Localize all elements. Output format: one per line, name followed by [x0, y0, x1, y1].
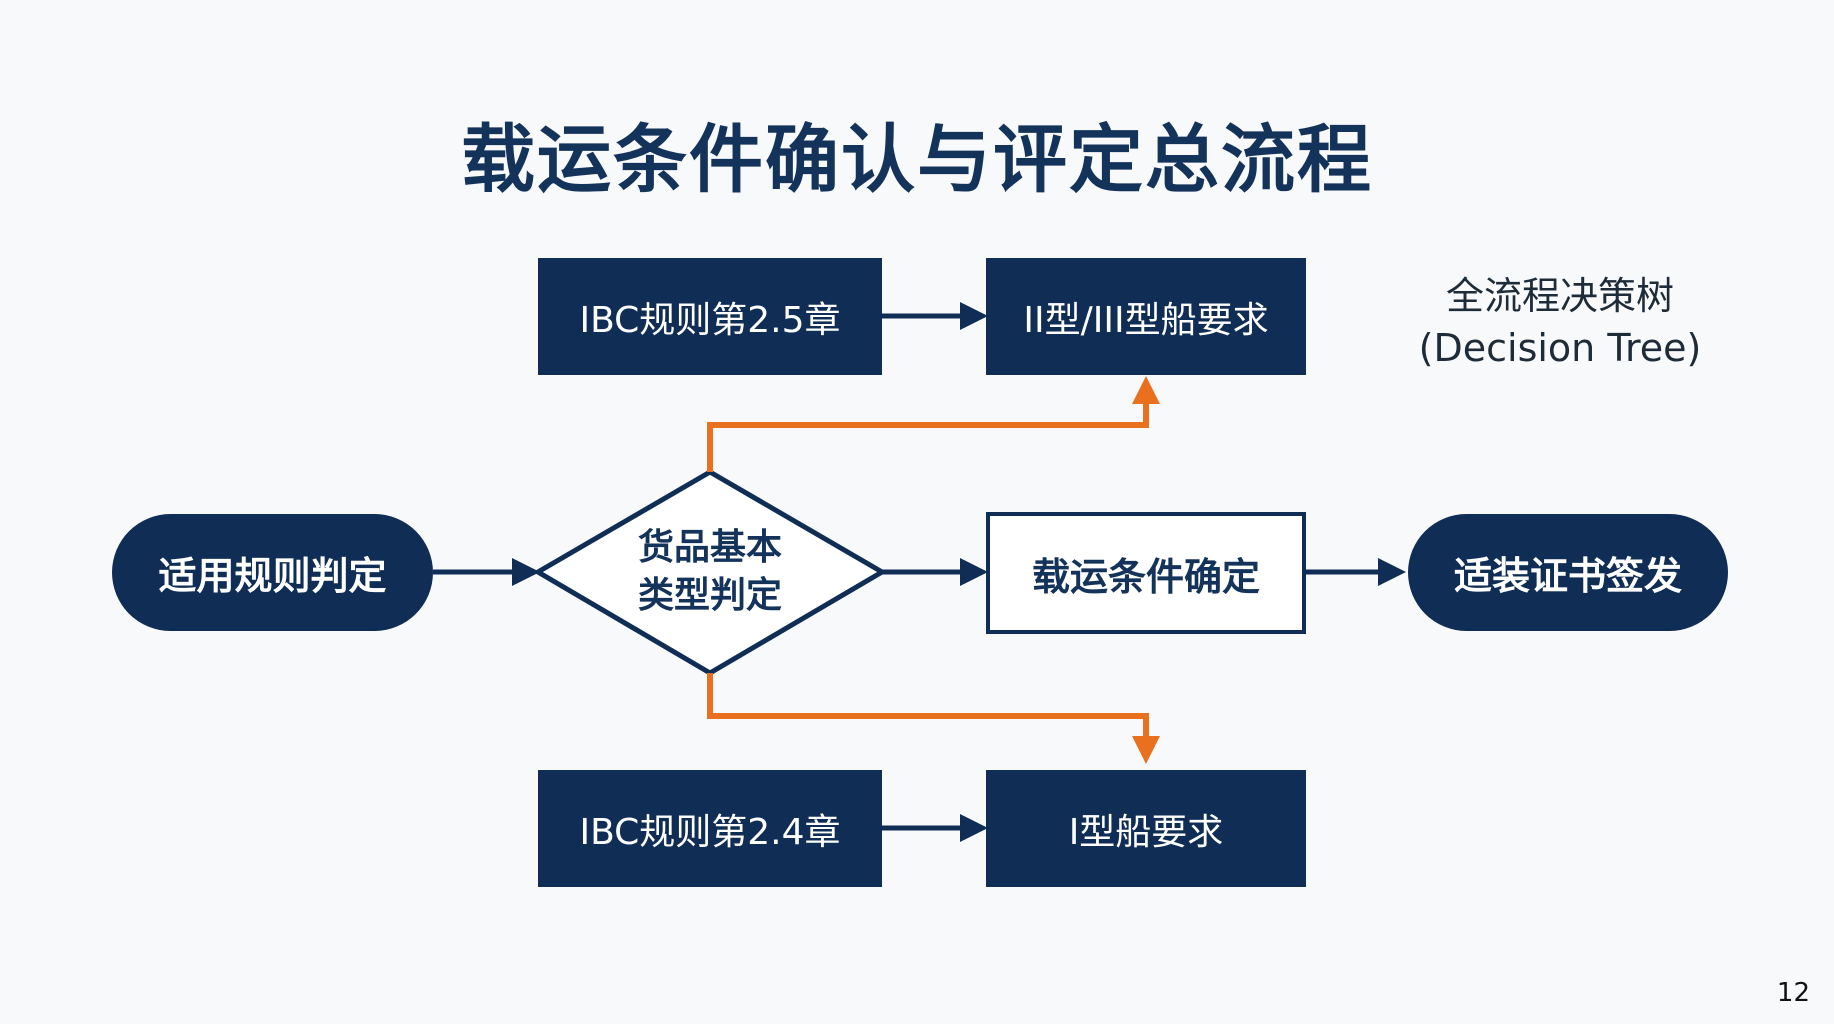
- branch-down-line: [707, 673, 1149, 740]
- arrowhead-mid-1: [512, 558, 540, 586]
- type-2-3-ship-label: II型/III型船要求: [1023, 299, 1269, 341]
- end-node-label: 适装证书签发: [1453, 554, 1682, 598]
- start-node: 适用规则判定: [112, 514, 433, 631]
- decision-tree-note-line2: (Decision Tree): [1418, 326, 1702, 370]
- type-1-ship-label: I型船要求: [1068, 811, 1224, 853]
- decision-tree-note-line1: 全流程决策树: [1445, 274, 1674, 318]
- page-title: 载运条件确认与评定总流程: [461, 117, 1373, 203]
- end-node: 适装证书签发: [1408, 514, 1728, 631]
- decision-label: 货品基本 类型判定: [590, 524, 830, 620]
- ibc-2-4-label: IBC规则第2.4章: [579, 811, 841, 853]
- branch-up-arrowhead: [1132, 376, 1160, 404]
- decision-label-line2: 类型判定: [637, 575, 782, 616]
- ibc-2-5-box: IBC规则第2.5章: [538, 258, 882, 375]
- arrowhead-mid-3: [1378, 558, 1406, 586]
- confirm-node-label: 载运条件确定: [1031, 554, 1260, 599]
- arrowhead-mid-2: [960, 558, 988, 586]
- type-2-3-ship-box: II型/III型船要求: [986, 258, 1306, 375]
- branch-up-line: [707, 398, 1149, 472]
- ibc-2-5-label: IBC规则第2.5章: [579, 299, 841, 341]
- page-number: 12: [1776, 978, 1810, 1008]
- arrowhead-bottom: [960, 814, 988, 842]
- confirm-node: 载运条件确定: [986, 512, 1306, 634]
- branch-down-arrowhead: [1132, 736, 1160, 764]
- type-1-ship-box: I型船要求: [986, 770, 1306, 887]
- decision-tree-note: 全流程决策树 (Decision Tree): [1380, 270, 1740, 374]
- start-node-label: 适用规则判定: [158, 554, 387, 598]
- decision-label-line1: 货品基本: [637, 527, 782, 568]
- arrowhead-top: [960, 302, 988, 330]
- ibc-2-4-box: IBC规则第2.4章: [538, 770, 882, 887]
